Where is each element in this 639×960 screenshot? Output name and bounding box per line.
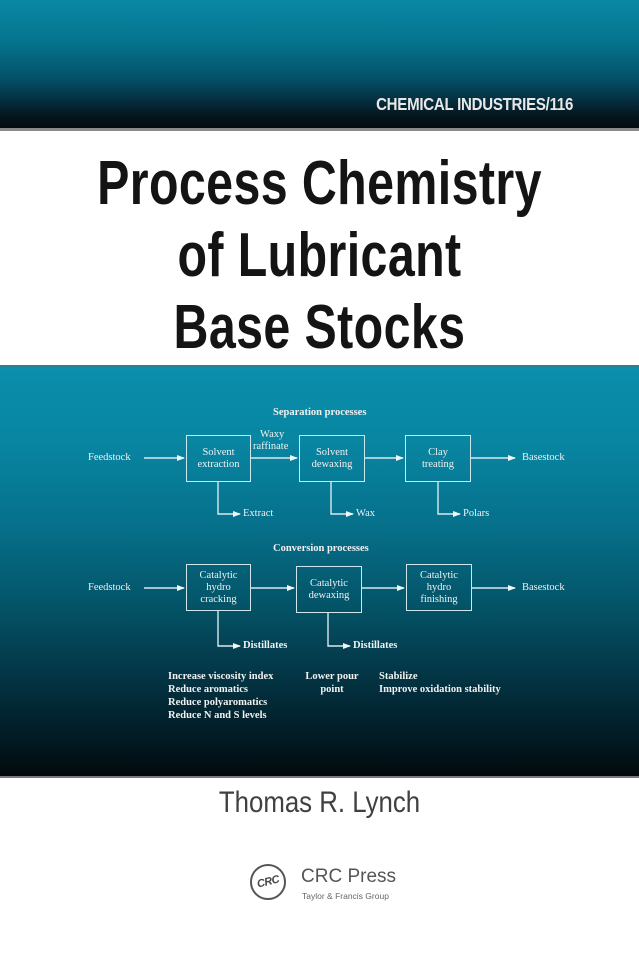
- note-item: point: [320, 684, 344, 695]
- byproduct-wax: Wax: [356, 508, 375, 519]
- logo-text: CRC: [255, 873, 281, 891]
- byproduct-distillates-2: Distillates: [353, 640, 398, 651]
- author-name: Thomas R. Lynch: [218, 786, 421, 819]
- note-item: Lower pour: [305, 671, 359, 682]
- box-label: Clay: [428, 446, 448, 458]
- publisher-name: CRC Press: [301, 866, 397, 887]
- crc-logo-icon: CRC: [250, 864, 286, 900]
- top-color-band: [0, 0, 639, 130]
- note-item: Stabilize: [379, 671, 418, 682]
- byproduct-distillates-1: Distillates: [243, 640, 288, 651]
- separation-output-label: Basestock: [522, 452, 565, 463]
- note-item: Increase viscosity index: [168, 671, 274, 682]
- publisher-subtitle: Taylor & Francis Group: [302, 891, 389, 901]
- diagram-band-divider: [0, 776, 639, 778]
- separation-heading: Separation processes: [273, 407, 367, 418]
- conversion-input-label: Feedstock: [88, 582, 131, 593]
- box-label: Catalytic: [310, 577, 348, 589]
- conversion-output-label: Basestock: [522, 582, 565, 593]
- byproduct-polars: Polars: [463, 508, 490, 519]
- connector-label-raffinate: raffinate: [253, 441, 289, 452]
- title-line-3: Base Stocks: [173, 293, 466, 362]
- box-label: Solvent: [315, 446, 349, 458]
- box-label: dewaxing: [311, 458, 353, 470]
- box-label: hydro: [206, 581, 231, 593]
- box-label: finishing: [420, 593, 458, 605]
- book-title: Process Chemistry of Lubricant Base Stoc…: [0, 148, 639, 364]
- title-line-1: Process Chemistry: [97, 149, 542, 218]
- note-item: Reduce N and S levels: [168, 710, 267, 721]
- series-label: CHEMICAL INDUSTRIES/116: [375, 94, 573, 114]
- note-item: Improve oxidation stability: [379, 684, 501, 695]
- box-label: Solvent: [202, 446, 235, 458]
- box-label: hydro: [426, 581, 452, 593]
- note-item: Reduce polyaromatics: [168, 697, 268, 708]
- byproduct-extract: Extract: [243, 508, 274, 519]
- note-item: Reduce aromatics: [168, 684, 248, 695]
- notes-column-2: Lower pour point: [303, 670, 361, 696]
- connector-label-waxy: Waxy: [260, 429, 285, 440]
- top-band-divider: [0, 128, 639, 131]
- box-label: dewaxing: [308, 589, 350, 601]
- box-label: Catalytic: [199, 569, 238, 581]
- box-label: extraction: [197, 458, 240, 470]
- title-line-2: of Lubricant: [177, 221, 462, 290]
- box-label: cracking: [200, 593, 237, 605]
- conversion-heading: Conversion processes: [273, 543, 369, 554]
- box-label: Catalytic: [420, 569, 458, 581]
- diagram-band-topline: [0, 365, 639, 368]
- notes-column-1: Increase viscosity index Reduce aromatic…: [168, 670, 273, 722]
- box-label: treating: [421, 458, 455, 470]
- notes-column-3: Stabilize Improve oxidation stability: [379, 670, 501, 696]
- separation-input-label: Feedstock: [88, 452, 131, 463]
